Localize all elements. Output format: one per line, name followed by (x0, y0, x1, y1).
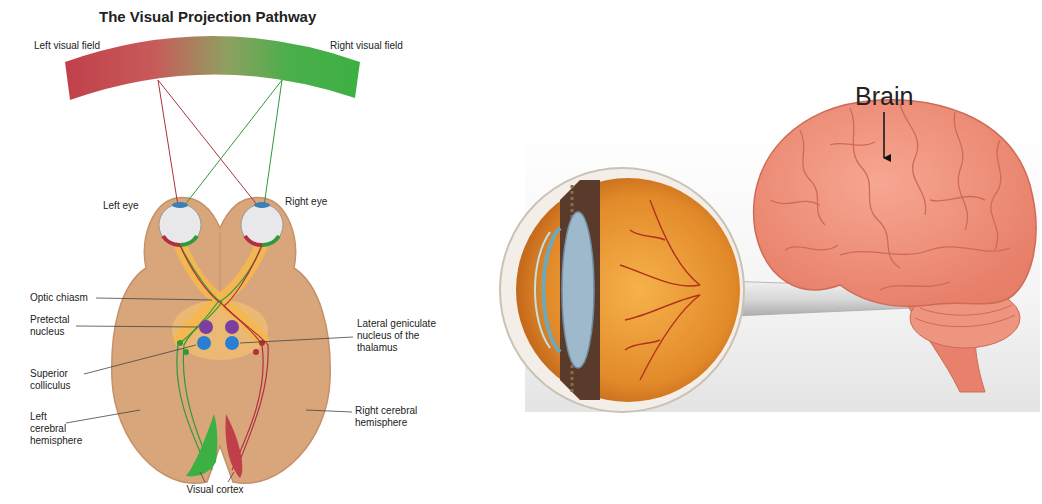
part-label: Lateral geniculate nucleus of the thalam… (357, 318, 439, 354)
part-label: Pretectal nucleus (30, 314, 78, 338)
part-label: Left cerebral hemisphere (30, 411, 82, 447)
part-label: Superior colliculus (30, 368, 86, 392)
eye-label: Right eye (285, 196, 345, 208)
part-label: Visual cortex (150, 484, 280, 496)
eye-label: Left eye (103, 200, 163, 212)
part-label: Right cerebral hemisphere (355, 405, 419, 429)
field-label: Right visual field (330, 40, 440, 52)
diagram-title: The Visual Projection Pathway (99, 8, 316, 26)
organ-label: Brain (855, 82, 913, 110)
field-label: Left visual field (34, 40, 144, 52)
part-label: Optic chiasm (30, 292, 100, 304)
